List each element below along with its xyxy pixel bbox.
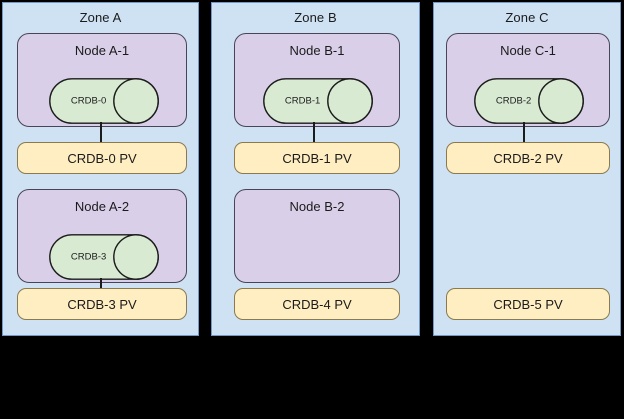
node-b-2-label: Node B-2 bbox=[289, 199, 345, 214]
pod-crdb-2-label: CRDB-2 bbox=[495, 95, 532, 107]
connector-crdb-1 bbox=[313, 122, 315, 142]
zone-b-label: Zone B bbox=[294, 10, 337, 25]
zone-b: Zone B Node B-1 CRDB-1 CRDB-1 PV Node B-… bbox=[211, 2, 420, 336]
pv-crdb-4-label: CRDB-4 PV bbox=[282, 296, 352, 312]
pv-crdb-2: CRDB-2 PV bbox=[446, 142, 610, 174]
zone-c: Zone C Node C-1 CRDB-2 CRDB-2 PV CRDB-5 … bbox=[433, 2, 621, 336]
zone-a: Zone A Node A-1 CRDB-0 CRDB-0 PV Node A-… bbox=[2, 2, 199, 336]
pv-crdb-4: CRDB-4 PV bbox=[234, 288, 400, 320]
pv-crdb-0-label: CRDB-0 PV bbox=[67, 150, 137, 166]
connector-crdb-2 bbox=[523, 122, 525, 142]
pv-crdb-3: CRDB-3 PV bbox=[17, 288, 187, 320]
pv-crdb-2-label: CRDB-2 PV bbox=[493, 150, 563, 166]
zone-a-label: Zone A bbox=[79, 10, 122, 25]
pod-crdb-0-label: CRDB-0 bbox=[70, 95, 107, 107]
node-a-2: Node A-2 CRDB-3 bbox=[17, 189, 187, 283]
pod-crdb-1: CRDB-1 bbox=[263, 78, 373, 124]
node-a-1-label: Node A-1 bbox=[74, 43, 130, 58]
node-a-2-label: Node A-2 bbox=[74, 199, 130, 214]
pv-crdb-3-label: CRDB-3 PV bbox=[67, 296, 137, 312]
node-c-1: Node C-1 CRDB-2 bbox=[446, 33, 610, 127]
node-c-1-label: Node C-1 bbox=[500, 43, 556, 58]
node-b-2: Node B-2 bbox=[234, 189, 400, 283]
pod-crdb-3: CRDB-3 bbox=[49, 234, 159, 280]
node-b-1-label: Node B-1 bbox=[289, 43, 345, 58]
pv-crdb-5: CRDB-5 PV bbox=[446, 288, 610, 320]
pod-crdb-3-label: CRDB-3 bbox=[70, 251, 107, 263]
zone-c-label: Zone C bbox=[505, 10, 549, 25]
node-a-1: Node A-1 CRDB-0 bbox=[17, 33, 187, 127]
node-b-1: Node B-1 CRDB-1 bbox=[234, 33, 400, 127]
pod-crdb-1-label: CRDB-1 bbox=[284, 95, 321, 107]
pv-crdb-5-label: CRDB-5 PV bbox=[493, 296, 563, 312]
pv-crdb-1: CRDB-1 PV bbox=[234, 142, 400, 174]
pod-crdb-2: CRDB-2 bbox=[474, 78, 584, 124]
pv-crdb-0: CRDB-0 PV bbox=[17, 142, 187, 174]
pod-crdb-0: CRDB-0 bbox=[49, 78, 159, 124]
pv-crdb-1-label: CRDB-1 PV bbox=[282, 150, 352, 166]
connector-crdb-0 bbox=[100, 122, 102, 142]
